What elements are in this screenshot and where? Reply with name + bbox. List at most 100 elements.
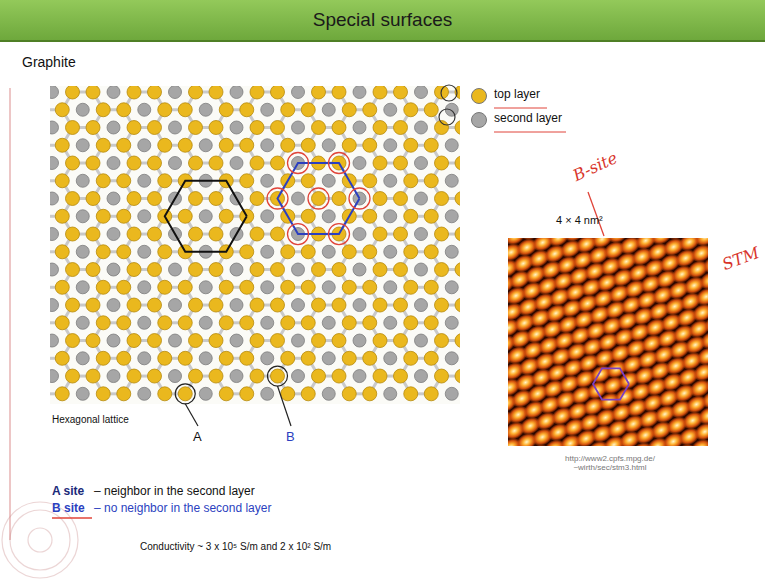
second-layer-atom <box>415 192 428 205</box>
callout-letter: B <box>286 430 295 445</box>
second-layer-atom <box>169 334 182 347</box>
top-layer-atom <box>373 334 387 348</box>
top-layer-atom <box>209 334 223 348</box>
graphite-lattice <box>50 86 460 404</box>
margin-line <box>9 88 11 540</box>
top-layer-atom <box>127 298 141 312</box>
top-layer-atom <box>404 103 418 117</box>
top-layer-atom <box>66 121 80 135</box>
top-layer-atom <box>363 316 377 330</box>
top-layer-atom <box>404 351 418 365</box>
top-layer-atom <box>404 280 418 294</box>
second-layer-atom <box>445 352 458 365</box>
top-layer-atom <box>424 280 438 294</box>
top-layer-atom <box>301 138 315 152</box>
second-layer-atom <box>138 245 151 258</box>
hand-underline <box>52 517 92 518</box>
legend-label: second layer <box>494 112 562 126</box>
section-heading: Graphite <box>22 54 76 70</box>
top-layer-atom <box>66 369 80 383</box>
second-layer-atom <box>415 370 428 383</box>
top-layer-atom <box>250 227 264 241</box>
top-layer-atom <box>250 121 264 135</box>
second-layer-atom <box>384 174 397 187</box>
site-term: A site <box>52 485 84 499</box>
hand-circle <box>441 85 457 101</box>
second-layer-atom <box>322 139 335 152</box>
top-layer-atom <box>455 156 460 170</box>
callout-circle <box>175 384 195 404</box>
top-layer-atom <box>363 138 377 152</box>
second-layer-atom <box>107 157 120 170</box>
second-layer-atom <box>261 245 274 258</box>
top-layer-atom <box>219 209 233 223</box>
top-layer-atom <box>178 138 192 152</box>
top-layer-atom <box>189 156 203 170</box>
second-layer-atom <box>138 210 151 223</box>
leader-line <box>278 386 292 426</box>
top-layer-atom <box>178 209 192 223</box>
top-layer-atom <box>424 387 438 401</box>
top-layer-atom <box>240 138 254 152</box>
second-layer-atom <box>138 387 151 400</box>
top-layer-atom <box>301 103 315 117</box>
top-layer-atom <box>66 298 80 312</box>
hand-underline <box>494 132 566 133</box>
hand-underline <box>494 108 547 109</box>
top-layer-atom <box>96 245 110 259</box>
top-layer-atom <box>127 121 141 135</box>
top-layer-atom <box>148 192 162 206</box>
top-layer-atom <box>219 387 233 401</box>
top-layer-atom <box>148 121 162 135</box>
second-layer-atom <box>445 139 458 152</box>
second-layer-atom <box>76 210 89 223</box>
top-layer-atom <box>373 227 387 241</box>
top-layer-atom <box>55 280 69 294</box>
second-layer-atom <box>107 192 120 205</box>
top-layer-atom <box>404 387 418 401</box>
top-layer-atom <box>281 351 295 365</box>
second-layer-atom <box>353 370 366 383</box>
top-layer-atom <box>342 245 356 259</box>
top-layer-atom <box>435 369 449 383</box>
second-layer-atom <box>107 86 120 99</box>
stm-spot <box>697 328 708 353</box>
top-layer-atom <box>189 192 203 206</box>
second-layer-atom <box>415 228 428 241</box>
second-layer-atom <box>169 263 182 276</box>
top-layer-atom <box>189 369 203 383</box>
top-layer-atom <box>312 263 326 277</box>
top-layer-atom <box>209 192 223 206</box>
top-layer-atom <box>281 245 295 259</box>
top-layer-atom <box>189 227 203 241</box>
second-layer-atom <box>50 121 59 134</box>
second-layer-atom <box>76 281 89 294</box>
top-layer-atom <box>86 369 100 383</box>
top-layer-atom <box>250 263 264 277</box>
top-layer-atom <box>455 334 460 348</box>
top-layer-atom <box>219 280 233 294</box>
second-layer-atom <box>169 157 182 170</box>
top-layer-atom <box>455 263 460 277</box>
second-layer-atom <box>445 103 458 116</box>
second-layer-atom <box>199 352 212 365</box>
top-layer-atom <box>219 103 233 117</box>
top-layer-atom <box>127 86 141 99</box>
second-layer-atom <box>107 334 120 347</box>
top-layer-atom <box>435 156 449 170</box>
second-layer-atom <box>322 210 335 223</box>
top-layer-atom <box>96 209 110 223</box>
top-layer-atom <box>394 156 408 170</box>
top-layer-atom <box>394 86 408 99</box>
second-layer-atom <box>445 316 458 329</box>
second-layer-atom <box>292 334 305 347</box>
second-layer-atom <box>261 281 274 294</box>
hand-circle <box>349 188 370 209</box>
top-layer-atom <box>86 192 100 206</box>
top-layer-atom <box>158 351 172 365</box>
stm-spot <box>704 238 708 261</box>
second-layer-atom <box>261 387 274 400</box>
second-layer-atom <box>107 121 120 134</box>
top-layer-atom <box>424 245 438 259</box>
second-layer-atom <box>292 192 305 205</box>
